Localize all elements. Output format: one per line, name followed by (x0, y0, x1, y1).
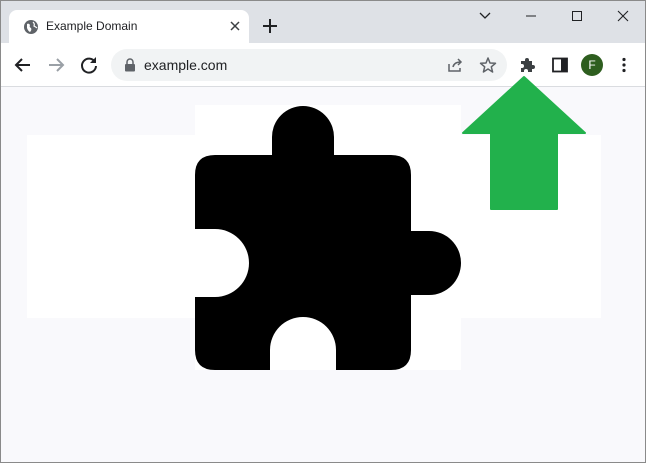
url-text[interactable]: example.com (144, 57, 228, 73)
back-arrow-icon[interactable] (11, 53, 35, 77)
up-arrow-icon (462, 76, 586, 210)
address-bar[interactable]: example.com (111, 49, 507, 81)
tab-example-domain[interactable]: Example Domain (9, 10, 249, 43)
forward-arrow-icon[interactable] (44, 53, 68, 77)
star-icon[interactable] (479, 56, 497, 74)
tab-strip: Example Domain (1, 1, 645, 43)
reload-icon[interactable] (77, 53, 101, 77)
plus-icon[interactable] (261, 17, 279, 35)
page-content (1, 76, 645, 462)
puzzle-icon[interactable] (517, 55, 537, 75)
kebab-menu-icon[interactable] (614, 55, 634, 75)
puzzle-piece-icon (195, 106, 461, 370)
maximize-icon[interactable] (566, 7, 588, 25)
side-panel-icon[interactable] (550, 55, 570, 75)
tab-title: Example Domain (46, 19, 138, 33)
toolbar: example.com F (1, 43, 645, 87)
share-icon[interactable] (446, 56, 464, 74)
globe-icon (24, 20, 38, 34)
lock-icon[interactable] (123, 58, 137, 72)
chevron-down-icon[interactable] (474, 7, 496, 25)
minimize-icon[interactable] (520, 7, 542, 25)
close-icon[interactable] (227, 18, 243, 34)
profile-avatar[interactable]: F (581, 54, 603, 76)
window-close-icon[interactable] (612, 7, 634, 25)
